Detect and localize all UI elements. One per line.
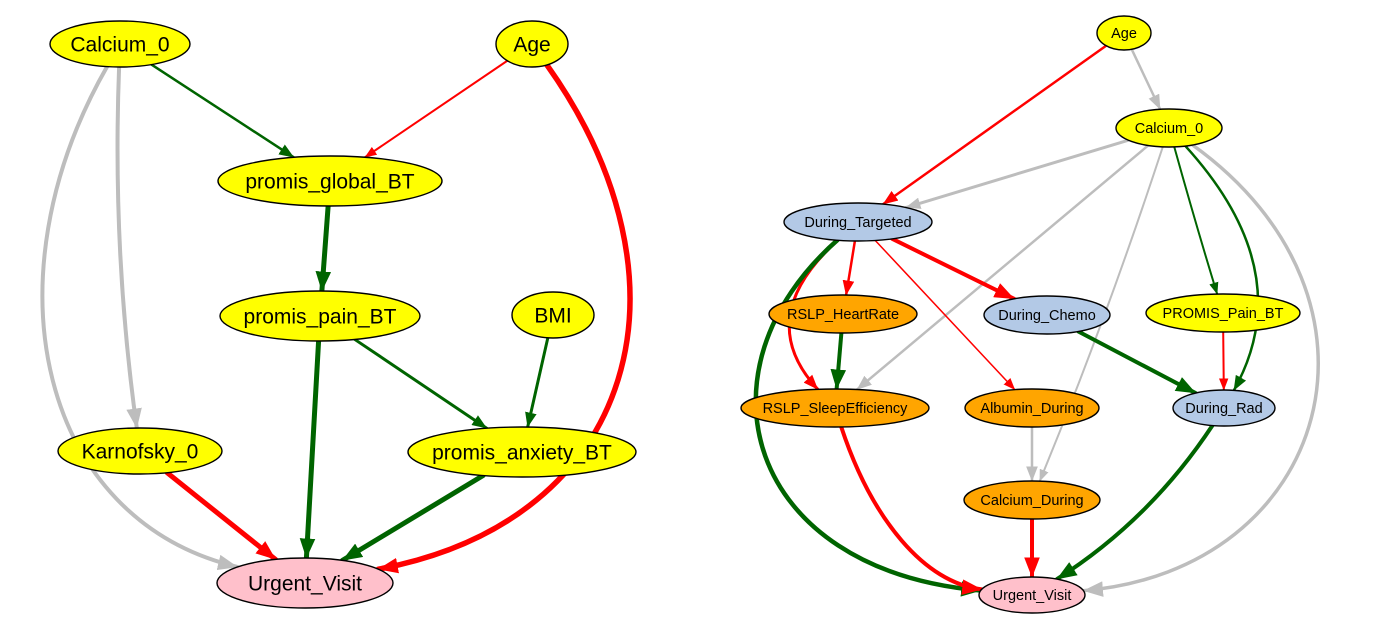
edge-During_Chemo-to-During_Rad	[1076, 329, 1198, 396]
node-RSLP_HeartRate-g1: RSLP_HeartRate	[768, 294, 918, 334]
edge-Calcium_0-to-During_Rad	[1184, 144, 1260, 392]
node-ellipse-RSLP_HeartRate	[768, 294, 918, 334]
node-ellipse-promis_pain_BT	[219, 290, 421, 342]
edge-Calcium_0-to-promis_global_BT	[150, 63, 295, 159]
edge-BMI-to-promis_anxiety_BT	[525, 336, 550, 429]
edge-During_Rad-to-Urgent_Visit	[1054, 423, 1215, 582]
edge-Age-to-During_Targeted	[881, 44, 1108, 206]
node-ellipse-Calcium_0	[49, 20, 191, 68]
node-label-Age: Age	[1111, 26, 1137, 42]
node-Albumin_During-g1: Albumin_During	[964, 388, 1100, 428]
node-label-During_Chemo: During_Chemo	[998, 308, 1096, 324]
node-label-promis_global_BT: promis_global_BT	[245, 170, 414, 193]
node-ellipse-Age	[1096, 15, 1152, 51]
edge-PROMIS_Pain_BT-to-During_Rad	[1219, 331, 1229, 391]
edge-Age-to-Calcium_0	[1130, 48, 1162, 111]
node-ellipse-Urgent_Visit	[216, 557, 394, 609]
edge-promis_anxiety_BT-to-Urgent_Visit	[339, 472, 486, 563]
edge-During_Targeted-to-Urgent_Visit	[753, 237, 983, 597]
node-label-Calcium_0: Calcium_0	[70, 33, 169, 56]
node-ellipse-Karnofsky_0	[57, 427, 223, 475]
node-promis_global_BT-g0: promis_global_BT	[217, 155, 443, 207]
node-ellipse-Calcium_0	[1115, 108, 1223, 148]
node-RSLP_SleepEfficiency-g1: RSLP_SleepEfficiency	[740, 388, 930, 428]
node-label-Urgent_Visit: Urgent_Visit	[248, 572, 362, 595]
edge-During_Targeted-to-During_Chemo	[890, 236, 1017, 301]
node-Urgent_Visit-g0: Urgent_Visit	[216, 557, 394, 609]
edge-Calcium_0-to-PROMIS_Pain_BT	[1173, 145, 1219, 296]
node-ellipse-During_Targeted	[783, 202, 933, 242]
node-promis_anxiety_BT-g0: promis_anxiety_BT	[407, 426, 637, 478]
edge-promis_global_BT-to-promis_pain_BT	[315, 203, 332, 294]
edge-During_Targeted-to-Albumin_During	[874, 239, 1016, 391]
node-ellipse-promis_anxiety_BT	[407, 426, 637, 478]
edge-During_Targeted-to-RSLP_HeartRate	[842, 239, 857, 297]
node-ellipse-promis_global_BT	[217, 155, 443, 207]
node-ellipse-During_Chemo	[983, 295, 1111, 335]
edge-promis_pain_BT-to-promis_anxiety_BT	[353, 337, 489, 430]
node-Age-g1: Age	[1096, 15, 1152, 51]
node-label-Urgent_Visit: Urgent_Visit	[993, 588, 1072, 604]
node-ellipse-Age	[495, 20, 569, 68]
node-label-BMI: BMI	[534, 304, 571, 327]
edge-promis_pain_BT-to-Urgent_Visit	[299, 338, 322, 561]
node-label-Karnofsky_0: Karnofsky_0	[82, 440, 199, 463]
node-During_Chemo-g1: During_Chemo	[983, 295, 1111, 335]
node-promis_pain_BT-g0: promis_pain_BT	[219, 290, 421, 342]
node-label-PROMIS_Pain_BT: PROMIS_Pain_BT	[1163, 306, 1284, 322]
edge-Age-to-promis_global_BT	[364, 59, 509, 159]
node-label-Calcium_0: Calcium_0	[1135, 121, 1204, 137]
node-label-RSLP_HeartRate: RSLP_HeartRate	[787, 307, 899, 323]
node-label-Albumin_During: Albumin_During	[980, 401, 1083, 417]
edge-RSLP_SleepEfficiency-to-Urgent_Visit	[839, 424, 984, 595]
edge-RSLP_HeartRate-to-RSLP_SleepEfficiency	[830, 330, 847, 392]
node-label-promis_anxiety_BT: promis_anxiety_BT	[432, 441, 612, 464]
node-ellipse-PROMIS_Pain_BT	[1145, 293, 1301, 333]
node-During_Rad-g1: During_Rad	[1172, 389, 1276, 427]
node-label-promis_pain_BT: promis_pain_BT	[244, 305, 397, 328]
node-Calcium_0-g0: Calcium_0	[49, 20, 191, 68]
node-Calcium_0-g1: Calcium_0	[1115, 108, 1223, 148]
node-Urgent_Visit-g1: Urgent_Visit	[978, 576, 1086, 614]
node-ellipse-BMI	[511, 291, 595, 339]
edge-Calcium_0-to-Urgent_Visit	[40, 64, 240, 571]
node-label-Calcium_During: Calcium_During	[980, 493, 1083, 509]
node-Age-g0: Age	[495, 20, 569, 68]
node-label-RSLP_SleepEfficiency: RSLP_SleepEfficiency	[763, 401, 909, 417]
edge-Calcium_0-to-Karnofsky_0	[115, 64, 142, 431]
edge-Calcium_0-to-Urgent_Visit	[1081, 143, 1320, 597]
edge-Calcium_0-to-During_Targeted	[904, 138, 1130, 210]
node-label-During_Targeted: During_Targeted	[804, 215, 911, 231]
node-label-During_Rad: During_Rad	[1185, 401, 1262, 417]
node-label-Age: Age	[513, 33, 550, 56]
node-During_Targeted-g1: During_Targeted	[783, 202, 933, 242]
node-ellipse-During_Rad	[1172, 389, 1276, 427]
edge-Karnofsky_0-to-Urgent_Visit	[164, 470, 279, 562]
node-ellipse-Calcium_During	[963, 480, 1101, 520]
node-Calcium_During-g1: Calcium_During	[963, 480, 1101, 520]
node-Karnofsky_0-g0: Karnofsky_0	[57, 427, 223, 475]
edge-Calcium_0-to-RSLP_SleepEfficiency	[855, 144, 1150, 391]
node-ellipse-Albumin_During	[964, 388, 1100, 428]
edge-Age-to-Urgent_Visit	[375, 62, 633, 574]
node-BMI-g0: BMI	[511, 291, 595, 339]
node-PROMIS_Pain_BT-g1: PROMIS_Pain_BT	[1145, 293, 1301, 333]
node-ellipse-RSLP_SleepEfficiency	[740, 388, 930, 428]
node-ellipse-Urgent_Visit	[978, 576, 1086, 614]
